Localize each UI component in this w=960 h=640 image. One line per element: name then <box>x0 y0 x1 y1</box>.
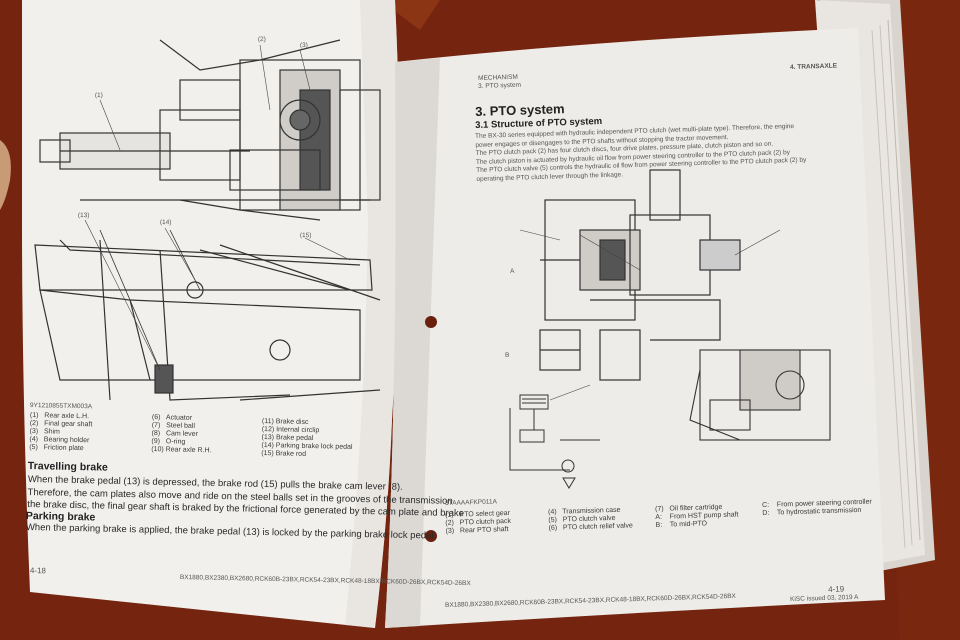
left-legend-column-2: (6) Actuator (7) Steel ball (8) Cam leve… <box>151 414 212 455</box>
left-figure-code: 9Y1210855TXM003A <box>29 402 93 411</box>
transaxle-cross-section-drawing <box>39 39 381 221</box>
right-page <box>385 28 885 628</box>
hydraulic-schematic <box>509 394 600 489</box>
arrow-a-label: A <box>510 267 515 275</box>
hand <box>0 140 11 210</box>
pto-paragraph: The BX-30 series equipped with hydraulic… <box>475 122 807 183</box>
binder-hole <box>425 316 437 328</box>
right-header-left-2: 3. PTO system <box>478 81 522 90</box>
arrow-b-label: B <box>505 351 510 359</box>
right-legend-column-1: (1) PTO select gear (2) PTO clutch pack … <box>445 509 512 535</box>
callout-13: (13) <box>77 212 90 220</box>
right-legend-column-2: (4) Transmission case (5) PTO clutch val… <box>548 506 633 532</box>
right-header-right: 4. TRANSAXLE <box>790 62 838 71</box>
callout-3: (3) <box>299 42 308 50</box>
left-legend-column-3: (11) Brake disc (12) Internal circlip (1… <box>261 418 353 458</box>
leader-lines <box>84 44 781 401</box>
binder-hole <box>425 530 437 542</box>
travelling-brake-heading: Travelling brake <box>27 460 108 474</box>
right-header-left-1: MECHANISM <box>478 73 518 82</box>
callout-14: (14) <box>159 219 172 227</box>
pto-section-drawing <box>539 169 741 381</box>
brake-linkage-frame-drawing <box>34 229 381 401</box>
right-legend-column-3: (7) Oil filter cartridge A: From HST pum… <box>655 503 739 529</box>
pto-valve-section-drawing <box>689 349 831 441</box>
right-page-number: 4-19 <box>828 584 845 594</box>
left-page-number: 4-18 <box>29 566 47 576</box>
left-legend-column-1: (1) Rear axle L.H. (2) Final gear shaft … <box>29 412 93 453</box>
callout-1: (1) <box>94 92 103 100</box>
right-legend-column-4: C: From power steering controller D: To … <box>762 498 872 517</box>
callout-2: (2) <box>257 36 266 44</box>
pto-section-title: 3. PTO system <box>475 101 565 119</box>
callout-15: (15) <box>299 232 312 240</box>
